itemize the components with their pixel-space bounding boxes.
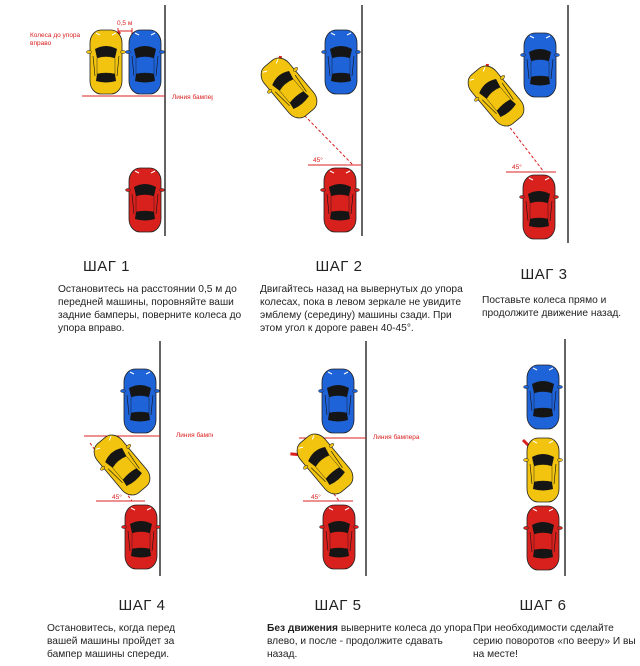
- step-2-scene: 45°: [213, 5, 363, 236]
- step-6-scene: [521, 339, 566, 576]
- step-title: ШАГ 1: [83, 258, 130, 275]
- step-5-scene: Линия бампера 45°: [213, 341, 420, 576]
- bumper-label: Линия бампера: [172, 93, 213, 101]
- step-title: ШАГ 4: [118, 597, 166, 614]
- step-2-panel: 45° ШАГ 2 Двигайтесь назад на вывернутых…: [213, 0, 463, 334]
- step-1-panel: 0,5 м Колеса до упора вправо Линия бампе…: [0, 0, 241, 334]
- yellow-car: [253, 51, 324, 125]
- angle-label: 45°: [112, 493, 122, 501]
- step-description-rest: выверните колеса до упора влево, и после…: [267, 623, 472, 660]
- red-car: [122, 505, 161, 569]
- angle-label: 45°: [313, 156, 323, 164]
- yellow-car: [289, 427, 360, 501]
- red-car: [126, 168, 165, 232]
- angle-guide: [300, 111, 354, 166]
- step-description: Поставьте колеса прямо и продолжите движ…: [482, 295, 622, 319]
- step-description: Остановитесь, когда перед вашей машины п…: [47, 623, 176, 660]
- bumper-label: Линия бампера: [176, 431, 213, 439]
- step-description-bold: Без движения: [267, 623, 338, 634]
- blue-car: [121, 369, 160, 433]
- red-car: [524, 506, 563, 570]
- yellow-car: [460, 59, 531, 133]
- red-car: [321, 168, 360, 232]
- step-title: ШАГ 6: [519, 597, 567, 614]
- red-car: [520, 175, 559, 239]
- step-title: ШАГ 5: [314, 597, 362, 614]
- step-title: ШАГ 2: [315, 258, 363, 275]
- step-description: Двигайтесь назад на вывернутых до упора …: [260, 284, 463, 334]
- yellow-car: [86, 428, 157, 502]
- red-car: [320, 505, 359, 569]
- step-6-panel: ШАГ 6 При необходимости сделайте серию п…: [426, 333, 639, 666]
- step-description: При необходимости сделайте серию поворот…: [473, 623, 636, 660]
- step-3-panel: 45° ШАГ 3 Поставьте колеса прямо и продо…: [426, 0, 639, 333]
- angle-label: 45°: [512, 163, 522, 171]
- blue-car: [521, 33, 560, 97]
- step-title: ШАГ 3: [520, 266, 568, 283]
- blue-car: [319, 369, 358, 433]
- step-4-scene: Линия бампера 45°: [84, 341, 213, 576]
- blue-car: [322, 30, 361, 94]
- angle-label: 45°: [311, 493, 321, 501]
- wheels-label: Колеса до упора вправо: [30, 32, 82, 47]
- distance-label: 0,5 м: [117, 20, 133, 27]
- yellow-car: [87, 30, 126, 94]
- bumper-label: Линия бампера: [373, 433, 420, 441]
- step-1-scene: 0,5 м Колеса до упора вправо Линия бампе…: [30, 5, 213, 236]
- yellow-car: [521, 438, 563, 502]
- step-4-panel: Линия бампера 45° ШАГ 4 Остановитесь, ко…: [0, 333, 213, 666]
- blue-car: [524, 365, 563, 429]
- step-3-scene: 45°: [426, 5, 569, 243]
- step-description: Без движения выверните колеса до упора в…: [267, 622, 472, 661]
- blue-car: [126, 30, 165, 94]
- step-5-panel: Линия бампера 45° ШАГ 5 Без движения выв…: [213, 333, 472, 666]
- step-description: Остановитесь на расстоянии 0,5 м до пере…: [58, 284, 242, 334]
